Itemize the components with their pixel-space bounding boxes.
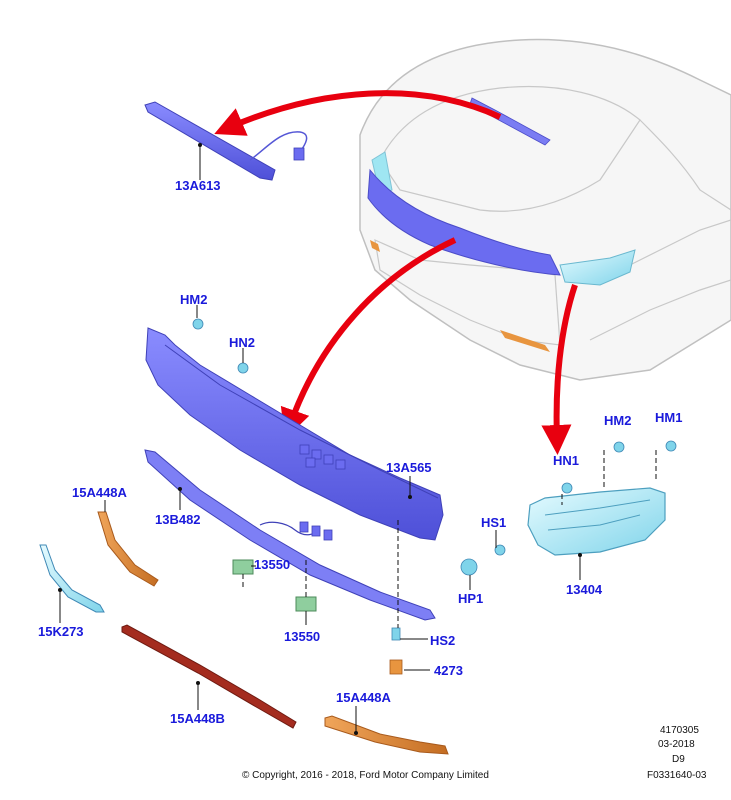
leader-lines [58, 143, 657, 735]
label-13550-a: 13550 [254, 557, 290, 572]
figure-id: F0331640-03 [647, 770, 707, 781]
hm2-lamp-nut [613, 441, 625, 453]
doc-code: D9 [672, 754, 685, 765]
label-HN2: HN2 [229, 335, 255, 350]
callout-arrows [214, 90, 578, 455]
high-mount-stop-lamp [144, 101, 308, 181]
bracket-4273 [389, 659, 403, 675]
lower-right-copper-moulding [324, 715, 449, 755]
hn2-nut [237, 362, 249, 374]
license-lamp-left [232, 559, 254, 575]
hm1-nut [665, 440, 677, 452]
label-15A448A-upper: 15A448A [72, 485, 128, 500]
copyright-text: © Copyright, 2016 - 2018, Ford Motor Com… [242, 770, 489, 781]
hs1-screw [494, 544, 506, 556]
hp1-plug [460, 558, 478, 576]
moulding-reinforcement [144, 449, 436, 621]
label-15A448A-lower: 15A448A [336, 690, 392, 705]
label-HM2-upper: HM2 [180, 292, 207, 307]
tailgate-applique-moulding [145, 327, 444, 541]
label-13A613: 13A613 [175, 178, 221, 193]
doc-number: 4170305 [660, 725, 699, 736]
rear-tail-lamp [527, 487, 666, 556]
side-reflector [39, 544, 105, 613]
label-HM2-lamp: HM2 [604, 413, 631, 428]
fasteners [192, 318, 677, 675]
label-HM1: HM1 [655, 410, 682, 425]
footer: © Copyright, 2016 - 2018, Ford Motor Com… [242, 725, 707, 781]
label-13404: 13404 [566, 582, 603, 597]
part-labels: 13A613 13A565 13B482 15A448A 15A448A 15A… [38, 178, 682, 726]
hn1-nut [561, 482, 573, 494]
lower-left-red-moulding [121, 624, 297, 729]
label-HS1: HS1 [481, 515, 506, 530]
upper-left-copper-moulding [97, 511, 159, 587]
hs2-screw [391, 627, 401, 641]
label-13B482: 13B482 [155, 512, 201, 527]
label-13A565: 13A565 [386, 460, 432, 475]
label-4273: 4273 [434, 663, 463, 678]
vehicle-rear [359, 38, 731, 381]
label-13550-b: 13550 [284, 629, 320, 644]
doc-date: 03-2018 [658, 739, 695, 750]
label-HP1: HP1 [458, 591, 483, 606]
label-HN1: HN1 [553, 453, 579, 468]
label-HS2: HS2 [430, 633, 455, 648]
license-lamp-right [295, 596, 317, 612]
label-15K273: 15K273 [38, 624, 84, 639]
label-15A448B: 15A448B [170, 711, 225, 726]
hm2-clip [192, 318, 204, 330]
